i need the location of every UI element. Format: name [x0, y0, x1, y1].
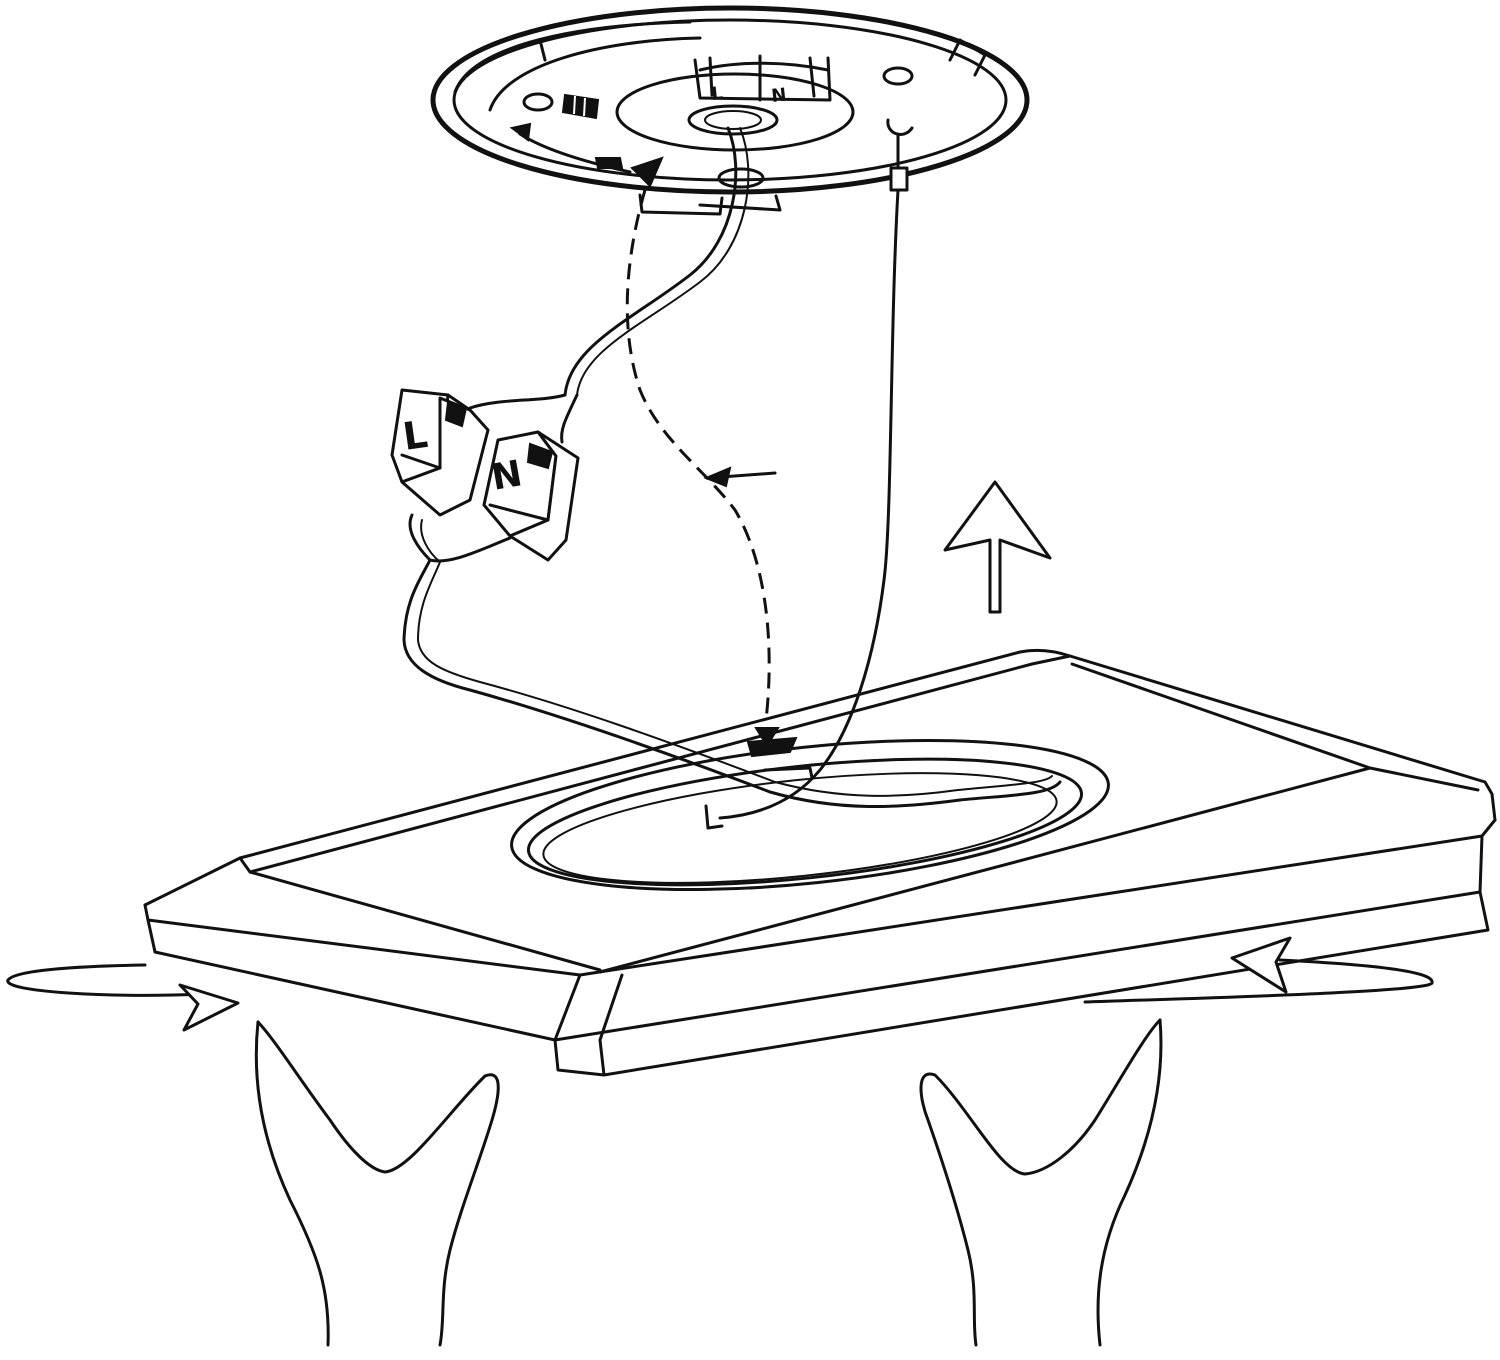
push-arrow-left-icon: [6, 963, 240, 1032]
ceiling-mount-plate-icon: L N: [430, 5, 1030, 216]
cable-harness: [402, 126, 1062, 820]
wire-connector-icon-neutral: N: [482, 430, 580, 562]
hand-icon-left: [254, 1020, 500, 1347]
hand-icon-right: [919, 1018, 1163, 1347]
wire-connector-icon-live: L: [390, 388, 490, 517]
light-panel-icon: [143, 648, 1497, 1077]
base-terminal-neutral-label: N: [770, 85, 787, 107]
connector-neutral-label: N: [488, 453, 525, 499]
dashed-arrow-icon: [625, 189, 798, 758]
up-arrow-icon: [943, 480, 1052, 614]
base-terminal-live-label: L: [710, 83, 724, 105]
push-arrow-right-icon: [1083, 936, 1434, 1004]
